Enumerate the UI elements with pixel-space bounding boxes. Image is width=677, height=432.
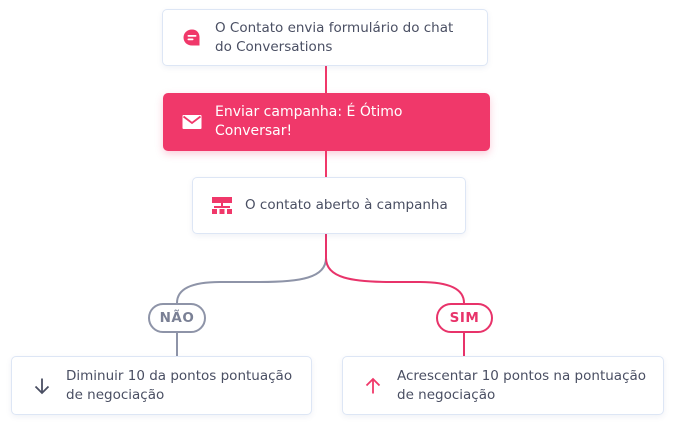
condition-text: O contato aberto à campanha: [245, 197, 448, 213]
arrow-down-icon: [32, 376, 52, 396]
sitemap-icon: [211, 195, 233, 217]
trigger-node[interactable]: O Contato envia formulário do chat do Co…: [162, 9, 488, 66]
branch-no-label: NÃO: [148, 303, 206, 333]
connector-branch-no: [176, 234, 327, 356]
decrease-score-node[interactable]: Diminuir 10 da pontos pontuação de negoc…: [11, 356, 312, 415]
branch-yes-label: SIM: [436, 303, 493, 333]
trigger-text: O Contato envia formulário do chat do Co…: [215, 19, 454, 55]
increase-score-node[interactable]: Acrescentar 10 pontos na pontuação de ne…: [342, 356, 664, 415]
chat-bubble-icon: [181, 27, 203, 49]
send-campaign-node[interactable]: Enviar campanha: É Ótimo Conversar!: [163, 93, 490, 151]
increase-score-text: Acrescentar 10 pontos na pontuação de ne…: [397, 367, 647, 403]
send-campaign-text: Enviar campanha: É Ótimo Conversar!: [215, 104, 403, 139]
condition-node[interactable]: O contato aberto à campanha: [192, 177, 466, 234]
connector-branch-yes: [325, 234, 465, 356]
envelope-icon: [181, 111, 203, 133]
decrease-score-text: Diminuir 10 da pontos pontuação de negoc…: [66, 367, 293, 403]
arrow-up-icon: [363, 376, 383, 396]
